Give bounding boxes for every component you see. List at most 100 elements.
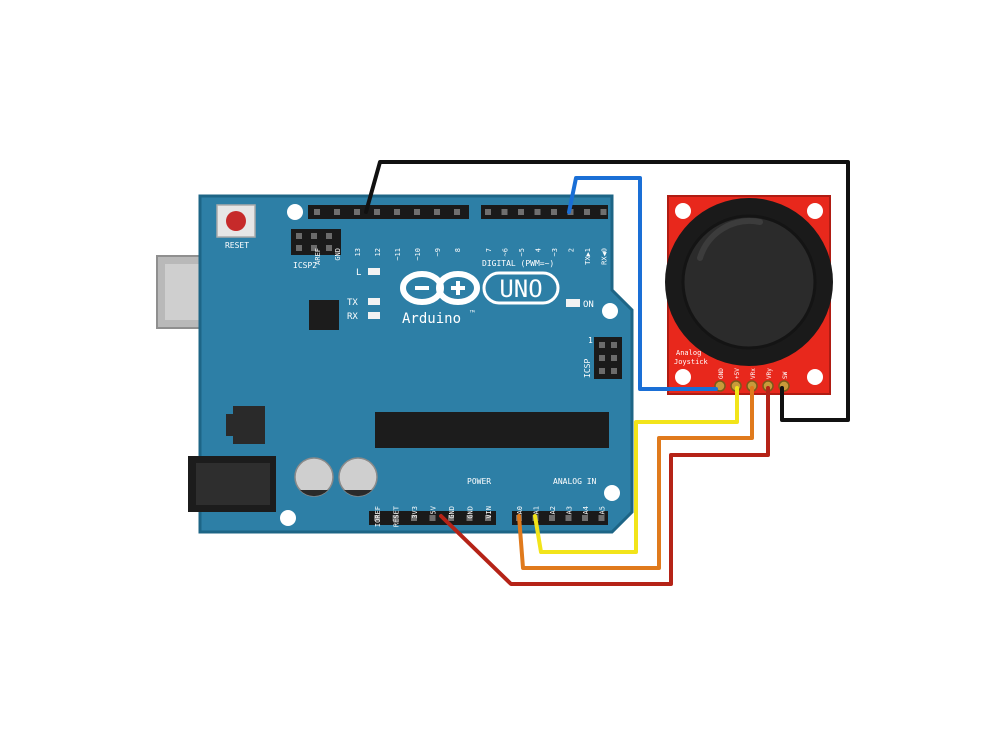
header-pin — [565, 515, 572, 521]
digital-header-label: DIGITAL (PWM=~) — [482, 259, 554, 268]
mounting-hole — [287, 204, 303, 220]
svg-text:UNO: UNO — [499, 275, 542, 303]
header-pin — [414, 209, 420, 215]
mounting-hole — [604, 485, 620, 501]
header-pin — [534, 209, 541, 215]
header-pin — [454, 209, 460, 215]
header-pin — [448, 515, 454, 521]
header-pin — [434, 209, 440, 215]
header-pin — [598, 515, 605, 521]
reset-button-cap — [226, 211, 246, 231]
pin-label: AREF — [314, 248, 322, 265]
pin-label: A1 — [533, 506, 541, 514]
joystick-pin-label: VRy — [766, 368, 773, 379]
wire-gnd — [364, 160, 850, 422]
capacitor — [338, 457, 378, 497]
header-pin — [485, 209, 491, 215]
analog-header — [512, 511, 608, 525]
icsp-label: ICSP — [583, 359, 592, 378]
pin-label: ~11 — [394, 248, 402, 261]
pin-label: TX▶1 — [584, 248, 592, 265]
uno-badge: UNO — [482, 271, 560, 305]
pin-label: RX◀0 — [601, 248, 609, 265]
arduino-uno-board: RESET ICSP2 — [156, 194, 634, 534]
led-l: L — [356, 268, 380, 278]
wire-vrx — [517, 386, 754, 570]
pin-label: 4 — [535, 248, 543, 252]
pin-label: ~9 — [434, 248, 442, 256]
pin-label: 2 — [568, 248, 576, 252]
pin-label: GND — [467, 506, 475, 519]
icsp-header — [594, 337, 622, 379]
trademark-mark: ™ — [469, 309, 475, 318]
pin-label: IOREF — [374, 506, 382, 527]
icsp-pin-mark: 1 — [588, 336, 593, 345]
joystick-title: Joystick — [674, 358, 709, 366]
svg-text:TX: TX — [347, 298, 358, 308]
header-pin — [374, 209, 380, 215]
header-pin — [518, 209, 524, 215]
pin-label: ~10 — [414, 248, 422, 261]
pin-label: A4 — [582, 506, 590, 514]
pin-label: A0 — [516, 506, 524, 514]
wire-5v — [439, 386, 770, 586]
pin-label: GND — [448, 506, 456, 519]
svg-text:RX: RX — [347, 312, 358, 322]
pin-label: ~6 — [502, 248, 510, 256]
wire-vry — [533, 386, 739, 554]
pin-label: 5V — [430, 505, 438, 514]
header-pin — [582, 515, 588, 521]
pin-label: A3 — [566, 506, 574, 514]
joystick-knob[interactable] — [681, 214, 817, 350]
joystick-title: Analog — [676, 349, 701, 357]
led-rx: RX — [347, 312, 380, 322]
atmega-microcontroller — [375, 412, 609, 448]
header-pin — [551, 209, 557, 215]
power-jack-inner — [196, 463, 270, 505]
mounting-hole — [280, 510, 296, 526]
led-tx: TX — [347, 298, 380, 308]
pin-label: GND — [334, 248, 342, 261]
svg-text:ON: ON — [583, 300, 594, 310]
icsp2-label: ICSP2 — [293, 261, 317, 270]
header-pin — [392, 515, 399, 521]
icsp2-header — [291, 229, 341, 255]
mounting-hole — [675, 369, 691, 385]
pin-label: ~5 — [518, 248, 526, 256]
wire-sw — [567, 176, 718, 391]
usb-controller-chip — [309, 300, 339, 330]
mounting-hole — [807, 203, 823, 219]
pin-label: 12 — [374, 248, 382, 256]
pin-label: 3V3 — [411, 506, 419, 519]
power-header-label: POWER — [467, 477, 491, 486]
wires — [364, 160, 850, 586]
mounting-hole — [675, 203, 691, 219]
digital-header-right — [481, 205, 608, 219]
header-pin — [549, 515, 555, 521]
joystick-pin-label: SW — [782, 371, 789, 379]
svg-text:L: L — [356, 268, 361, 278]
arduino-logo — [400, 271, 480, 305]
header-pin — [411, 515, 417, 521]
brand-label: Arduino — [402, 311, 461, 327]
capacitor — [294, 457, 334, 497]
pin-label: 13 — [354, 248, 362, 256]
header-pin — [314, 209, 320, 215]
header-pin — [466, 515, 473, 521]
header-pin — [584, 209, 590, 215]
header-pin — [374, 515, 380, 521]
pin-label: A5 — [599, 506, 607, 514]
mounting-hole — [807, 369, 823, 385]
reset-label: RESET — [225, 241, 249, 250]
digital-header-left — [308, 205, 469, 219]
header-pin — [485, 515, 491, 521]
pin-label: 7 — [485, 248, 493, 252]
led-on: ON — [566, 299, 594, 310]
pin-label: VIN — [485, 506, 493, 519]
voltage-regulator — [226, 406, 265, 444]
pin-label: RESET — [393, 505, 401, 527]
header-pin — [334, 209, 340, 215]
pin-label: ~3 — [551, 248, 559, 256]
